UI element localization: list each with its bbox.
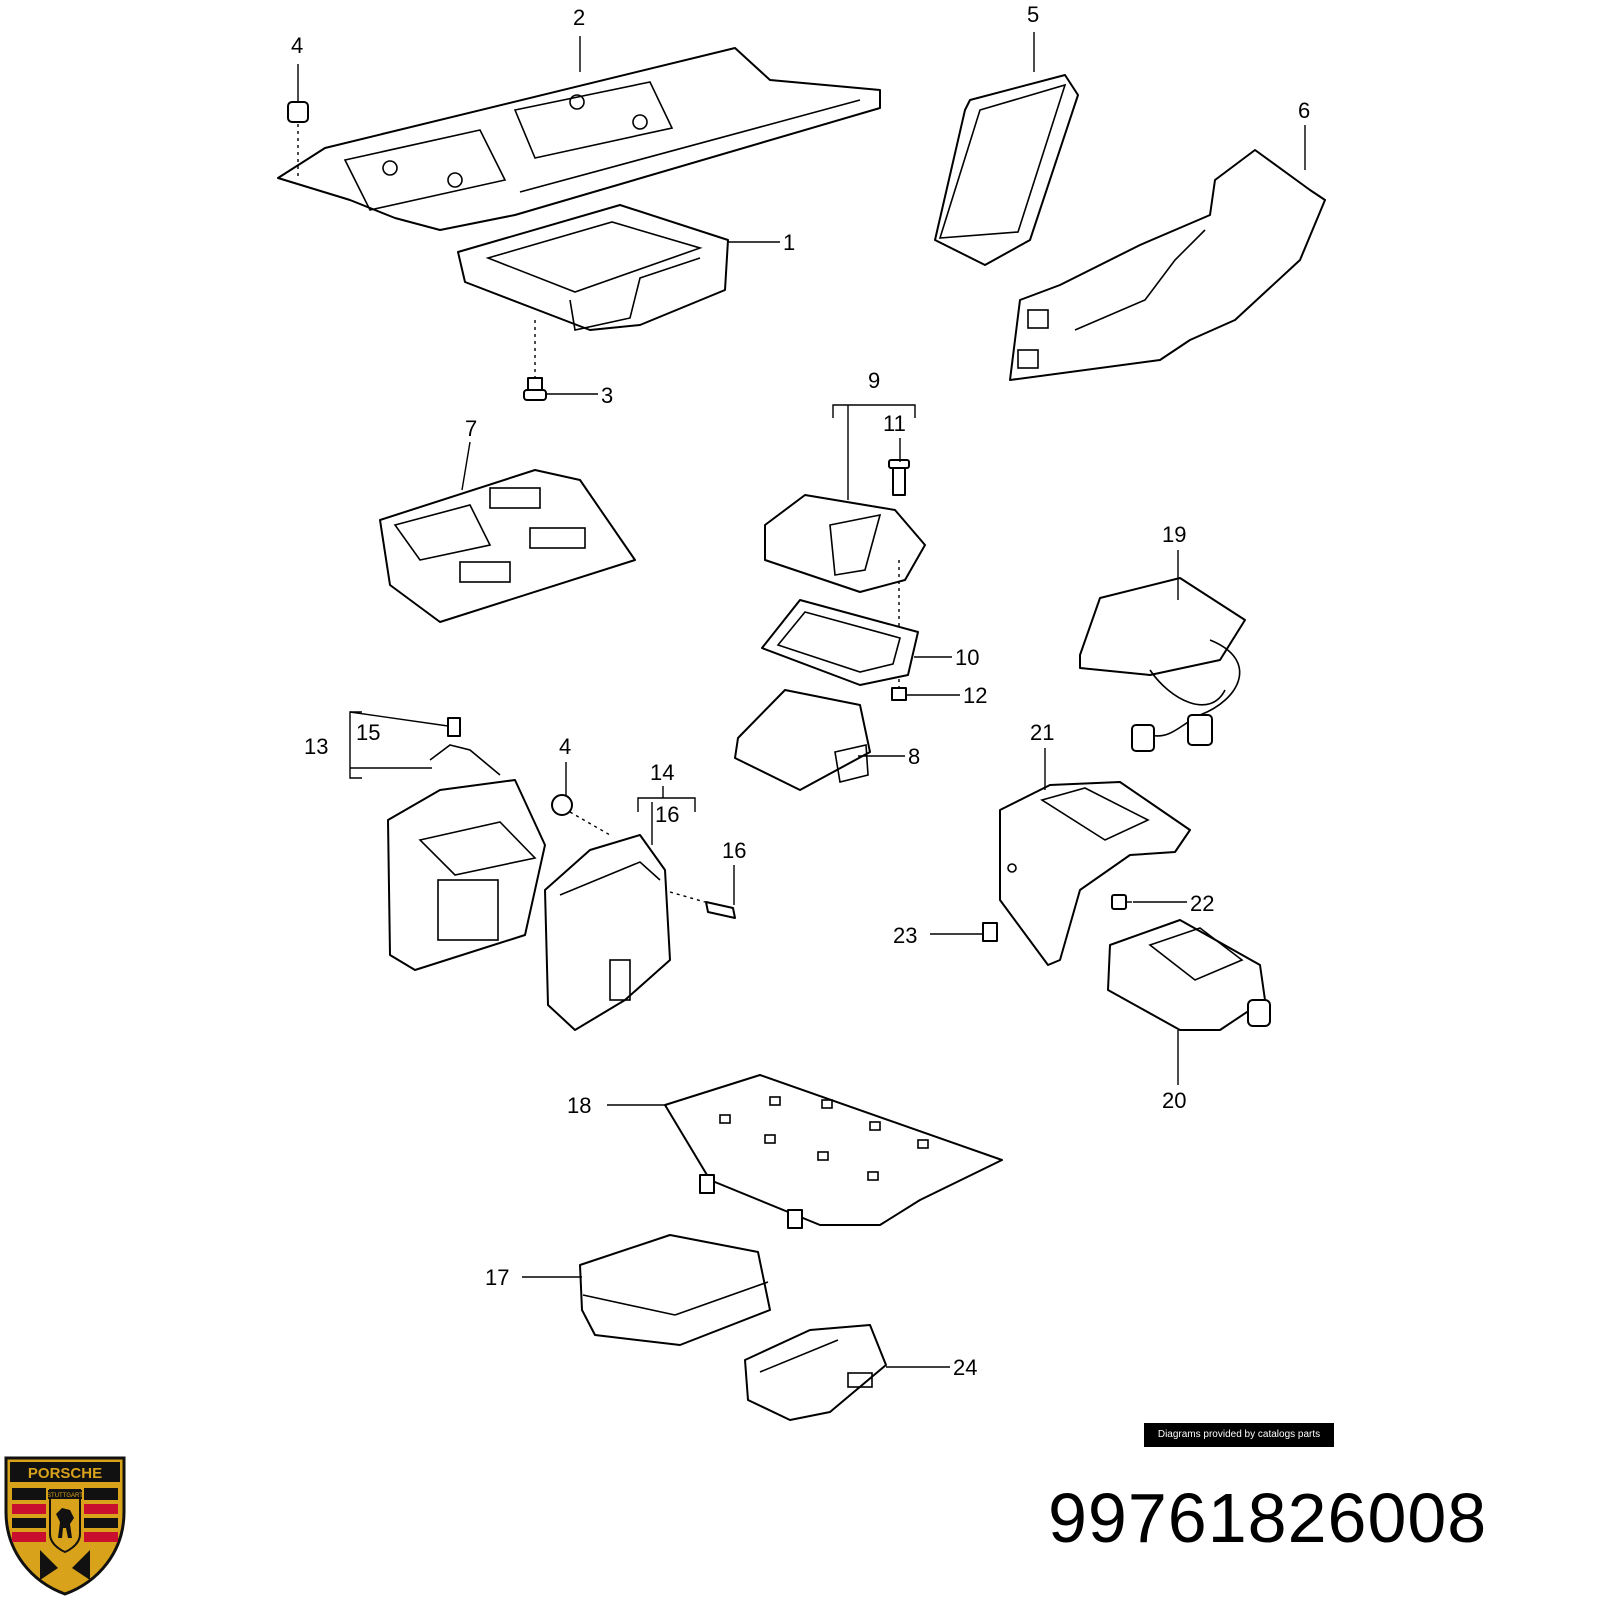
- callout-11: 11: [883, 411, 906, 436]
- part-15-clip: [447, 717, 461, 737]
- part-18-tray: [664, 1074, 1003, 1229]
- callout-16-bracket: 16: [655, 802, 679, 827]
- part-17-control-unit: [579, 1234, 771, 1346]
- part-20-control-unit: [1107, 919, 1271, 1031]
- part-5-module: [934, 74, 1079, 266]
- part-16-screw: [669, 891, 736, 919]
- part-21-bracket: [999, 781, 1191, 966]
- callout-15: 15: [356, 720, 380, 745]
- callout-8: 8: [908, 744, 920, 769]
- callout-16: 16: [722, 838, 746, 863]
- callout-9: 9: [868, 368, 880, 393]
- callout-2: 2: [573, 5, 585, 30]
- part-14-bracket: [544, 834, 671, 1031]
- logo-wordmark: PORSCHE: [28, 1465, 102, 1482]
- callout-24: 24: [953, 1355, 977, 1380]
- callout-20: 20: [1162, 1088, 1186, 1113]
- horse-icon: [56, 1508, 74, 1538]
- callout-3: 3: [601, 383, 613, 408]
- callout-numbers: 1 2 3 4 4 5 6 7 8 9 10 11 12 13 14 15 16…: [291, 2, 1310, 1380]
- callout-17: 17: [485, 1265, 509, 1290]
- part-10-gasket: [761, 599, 919, 686]
- callout-6: 6: [1298, 98, 1310, 123]
- callout-22: 22: [1190, 891, 1214, 916]
- part-2-mounting-plate: [277, 47, 881, 231]
- part-22-screw: [1111, 894, 1132, 910]
- part-23-clip: [982, 922, 998, 942]
- part-4-nut-top: [287, 101, 309, 180]
- callout-14: 14: [650, 760, 674, 785]
- part-19-module-with-harness: [1079, 577, 1246, 752]
- callout-10: 10: [955, 645, 979, 670]
- part-8-control-unit: [734, 689, 871, 791]
- part-11-screw: [888, 459, 910, 496]
- callout-1: 1: [783, 230, 795, 255]
- part-12-clip: [891, 687, 907, 701]
- diagram-credit-label: Diagrams provided by catalogs parts: [1144, 1423, 1334, 1447]
- callout-12: 12: [963, 683, 987, 708]
- callout-18: 18: [567, 1093, 591, 1118]
- callout-7: 7: [465, 416, 477, 441]
- callout-21: 21: [1030, 720, 1054, 745]
- part-24-control-unit: [744, 1324, 887, 1421]
- part-7-control-unit: [379, 469, 636, 623]
- porsche-crest-logo: PORSCHE STUTTGART: [4, 1456, 126, 1596]
- part-13-module: [387, 744, 546, 971]
- callout-4-lower: 4: [559, 734, 571, 759]
- callout-19: 19: [1162, 522, 1186, 547]
- logo-city: STUTTGART: [47, 1493, 83, 1499]
- callout-4: 4: [291, 33, 303, 58]
- part-4-nut-lower: [551, 794, 573, 816]
- callout-13: 13: [304, 734, 328, 759]
- part-9-cover: [764, 494, 926, 593]
- callout-23: 23: [893, 923, 917, 948]
- part-number: 99761826008: [1048, 1479, 1488, 1557]
- leader-lines: [297, 32, 1306, 1368]
- callout-5: 5: [1027, 2, 1039, 27]
- part-3-bolt: [523, 377, 547, 401]
- part-6-bracket: [1009, 149, 1326, 381]
- part-1-control-unit: [457, 204, 729, 331]
